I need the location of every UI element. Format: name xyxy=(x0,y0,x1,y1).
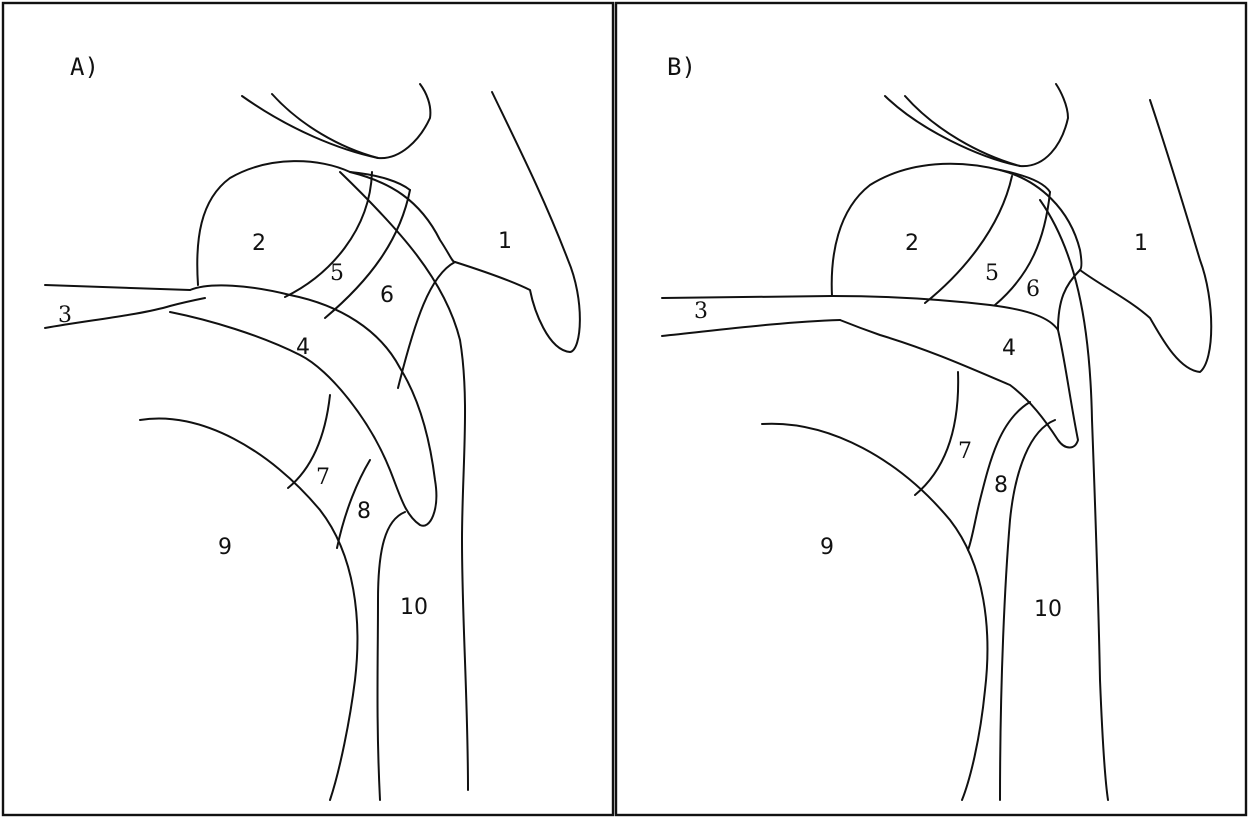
panel-a-region-10: 10 xyxy=(400,595,428,620)
panel-a-region-6: 6 xyxy=(380,283,394,308)
panel-b-region-7: 7 xyxy=(958,439,972,464)
panel-a-label: A) xyxy=(70,53,99,81)
panel-b-frame xyxy=(616,3,1246,815)
panel-b-region-5: 5 xyxy=(985,261,999,286)
panel-a-region-7: 7 xyxy=(316,465,330,490)
panel-a-region-2: 2 xyxy=(252,231,266,256)
panel-b-region-3: 3 xyxy=(694,299,708,324)
panel-b-region-9: 9 xyxy=(820,535,834,560)
panel-b-region-10: 10 xyxy=(1034,597,1062,622)
panel-b-region-6: 6 xyxy=(1026,277,1040,302)
panel-b-region-2: 2 xyxy=(905,231,919,256)
panel-a-region-1: 1 xyxy=(498,229,512,254)
panel-b-region-labels: 1 2 3 4 5 6 7 8 9 10 xyxy=(694,231,1148,622)
panel-a-outlines xyxy=(45,84,580,800)
panel-a-region-8: 8 xyxy=(357,499,371,524)
panel-b-region-8: 8 xyxy=(994,473,1008,498)
panel-a-region-4: 4 xyxy=(296,335,310,360)
panel-b-region-1: 1 xyxy=(1134,231,1148,256)
panel-a-region-9: 9 xyxy=(218,535,232,560)
panel-a-region-5: 5 xyxy=(330,261,344,286)
panel-b-label: B) xyxy=(667,53,696,81)
panel-b-region-4: 4 xyxy=(1002,336,1016,361)
panel-a: A) xyxy=(3,3,613,815)
panel-b: B) xyxy=(616,3,1246,815)
panel-a-region-3: 3 xyxy=(58,303,72,328)
panel-b-outlines xyxy=(662,84,1211,800)
